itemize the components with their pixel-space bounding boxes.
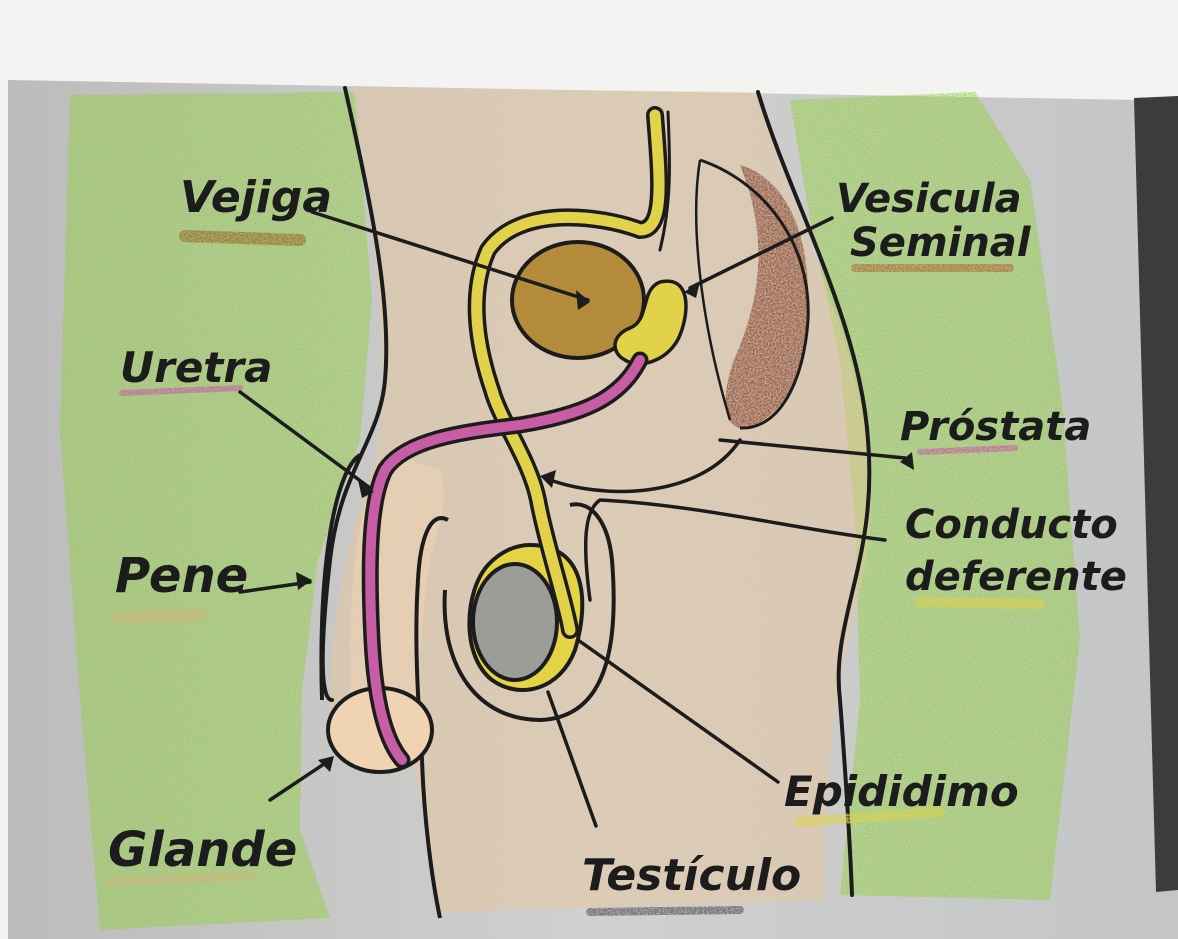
label-uretra: Uretra (120, 343, 272, 392)
label-deferente: deferente (905, 554, 1127, 600)
label-prostata: Próstata (900, 404, 1091, 450)
label-seminal: Seminal (850, 220, 1032, 266)
label-glande: Glande (108, 822, 297, 878)
label-vesicula: Vesicula (836, 176, 1022, 222)
label-epididimo: Epididimo (784, 767, 1019, 816)
label-vejiga: Vejiga (180, 172, 332, 223)
label-pene: Pene (115, 548, 248, 604)
label-testiculo: Testículo (582, 850, 801, 901)
label-conducto: Conducto (905, 502, 1118, 548)
